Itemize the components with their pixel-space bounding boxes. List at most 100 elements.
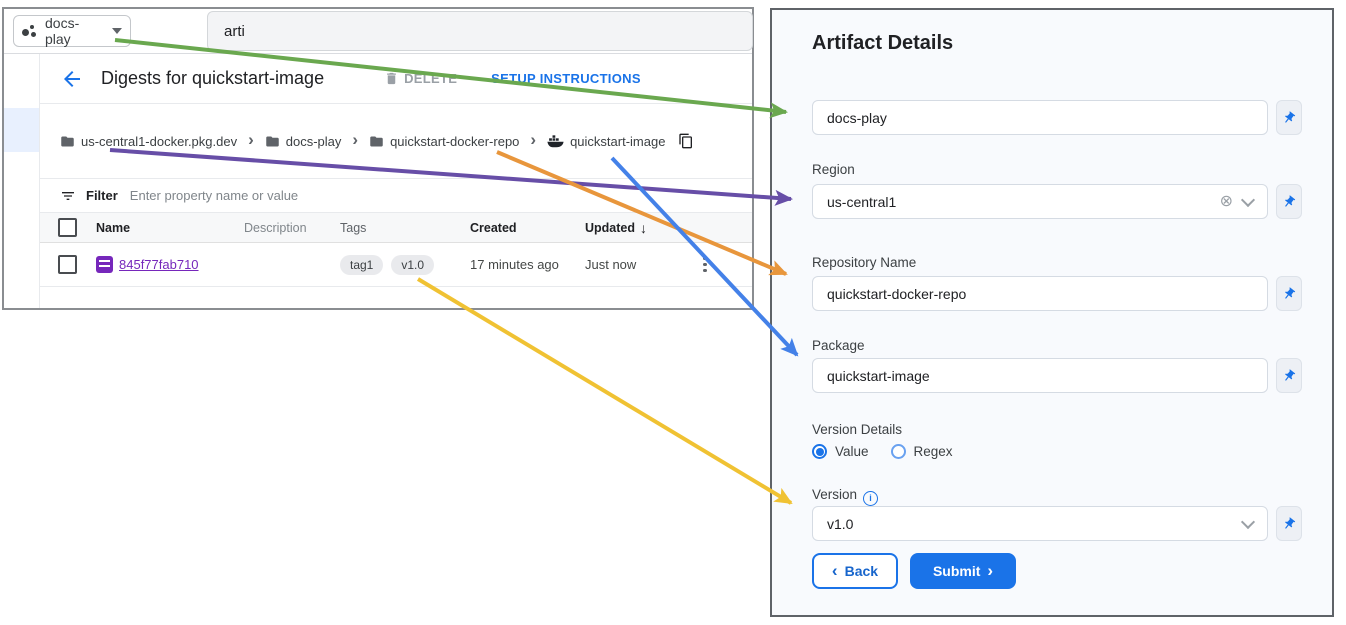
back-arrow-icon[interactable] — [60, 67, 84, 91]
submit-button[interactable]: Submit › — [910, 553, 1016, 589]
region-field: ⊗ — [812, 184, 1268, 219]
version-chip[interactable]: v1.0 — [391, 254, 435, 275]
tag-chip[interactable]: tag1 — [340, 254, 384, 275]
region-input[interactable] — [813, 193, 1220, 210]
column-header-name[interactable]: Name — [96, 220, 131, 235]
row-actions-menu[interactable] — [699, 253, 711, 277]
breadcrumb: us-central1-docker.pkg.dev › docs-play ›… — [40, 104, 752, 179]
package-pin-button[interactable] — [1276, 358, 1302, 393]
breadcrumb-label: us-central1-docker.pkg.dev — [81, 133, 238, 149]
pin-icon — [1285, 110, 1296, 123]
breadcrumb-separator: › — [530, 130, 537, 149]
trash-icon — [387, 72, 396, 85]
column-header-created[interactable]: Created — [470, 220, 517, 235]
radio-value[interactable]: Value — [812, 444, 869, 459]
updated-cell: Just now — [585, 257, 637, 272]
version-field — [812, 506, 1268, 541]
search-input[interactable] — [208, 12, 752, 50]
filter-label: Filter — [86, 188, 118, 203]
column-header-tags[interactable]: Tags — [340, 220, 367, 235]
project-selector-icon — [22, 24, 37, 39]
breadcrumb-separator: › — [352, 130, 359, 149]
repository-input[interactable] — [813, 285, 1267, 302]
repository-pin-button[interactable] — [1276, 276, 1302, 311]
submit-button-label: Submit — [932, 563, 981, 579]
breadcrumb-separator: › — [248, 130, 254, 149]
pin-icon — [1285, 516, 1296, 529]
version-label-text: Version — [812, 487, 858, 502]
pin-icon — [1285, 194, 1296, 207]
copy-icon[interactable] — [678, 133, 694, 149]
breadcrumb-label: docs-play — [285, 133, 342, 149]
chevron-left-icon: ‹ — [831, 560, 838, 580]
console-topbar: docs-play — [4, 9, 753, 54]
chevron-down-icon[interactable] — [1240, 192, 1256, 207]
region-label: Region — [812, 162, 855, 177]
package-field — [812, 358, 1268, 393]
sort-descending-icon: ↓ — [640, 219, 647, 236]
console-panel: docs-play Digests for quickstart-image D… — [2, 7, 754, 310]
clear-icon[interactable]: ⊗ — [1219, 192, 1233, 210]
back-button[interactable]: ‹ Back — [812, 553, 898, 589]
digest-link[interactable]: 845f77fab710 — [119, 257, 199, 272]
row-checkbox[interactable] — [58, 255, 77, 274]
project-selector[interactable]: docs-play — [13, 15, 131, 47]
radio-icon — [812, 444, 827, 459]
page-title: Digests for quickstart-image — [101, 68, 325, 88]
filter-input[interactable] — [127, 187, 552, 204]
info-icon[interactable]: i — [863, 490, 879, 506]
radio-icon — [890, 444, 906, 459]
folder-icon — [370, 136, 383, 146]
filter-bar: Filter — [40, 179, 752, 213]
updated-label: Updated — [585, 220, 635, 235]
page-header: Digests for quickstart-image DELETE SETU… — [40, 54, 752, 104]
region-pin-button[interactable] — [1276, 184, 1302, 219]
setup-instructions-button[interactable]: SETUP INSTRUCTIONS — [491, 71, 641, 86]
version-pin-button[interactable] — [1276, 506, 1302, 541]
folder-icon — [266, 136, 279, 146]
package-label: Package — [812, 338, 865, 353]
back-button-label: Back — [844, 563, 879, 579]
package-input[interactable] — [813, 367, 1267, 384]
project-field — [812, 100, 1268, 135]
docker-whale-icon — [547, 134, 564, 147]
breadcrumb-item-repository[interactable]: quickstart-docker-repo — [369, 134, 519, 149]
pin-icon — [1285, 286, 1296, 299]
breadcrumb-item-image[interactable]: quickstart-image — [547, 134, 665, 149]
delete-button[interactable]: DELETE — [384, 71, 457, 86]
version-label: Version i — [812, 487, 879, 506]
breadcrumb-label: quickstart-image — [570, 133, 666, 149]
artifact-details-panel: Artifact Details Region ⊗ Repository Nam… — [770, 8, 1334, 617]
delete-label: DELETE — [404, 71, 458, 86]
filter-icon — [62, 191, 74, 200]
version-input[interactable] — [813, 515, 1243, 532]
breadcrumb-label: quickstart-docker-repo — [390, 133, 520, 149]
manifest-icon — [96, 256, 113, 273]
form-title: Artifact Details — [812, 32, 954, 54]
project-pin-button[interactable] — [1276, 100, 1302, 135]
radio-label: Value — [835, 444, 869, 459]
chevron-down-icon — [112, 28, 122, 34]
radio-label: Regex — [913, 444, 953, 459]
breadcrumb-item-registry[interactable]: us-central1-docker.pkg.dev — [60, 134, 237, 149]
chevron-down-icon[interactable] — [1240, 514, 1256, 529]
column-header-updated[interactable]: Updated ↓ — [585, 220, 685, 236]
radio-regex[interactable]: Regex — [890, 444, 953, 459]
project-input[interactable] — [813, 109, 1267, 126]
table-row: 845f77fab710 tag1 v1.0 17 minutes ago Ju… — [40, 243, 752, 287]
sidebar-selected-item[interactable] — [4, 108, 39, 152]
breadcrumb-item-project[interactable]: docs-play — [265, 133, 342, 149]
created-cell: 17 minutes ago — [470, 257, 559, 272]
repository-field — [812, 276, 1268, 311]
repository-label: Repository Name — [812, 255, 917, 270]
chevron-right-icon: › — [987, 560, 994, 580]
version-details-label: Version Details — [812, 422, 903, 437]
column-header-description[interactable]: Description — [244, 220, 307, 235]
version-arrow — [416, 277, 793, 505]
select-all-checkbox[interactable] — [58, 218, 77, 237]
table-header: Name Description Tags Created Updated ↓ — [40, 213, 752, 243]
version-details-options: Value Regex — [812, 444, 953, 459]
sidebar-sliver — [4, 54, 40, 308]
folder-icon — [61, 136, 74, 146]
search-box — [207, 11, 753, 51]
